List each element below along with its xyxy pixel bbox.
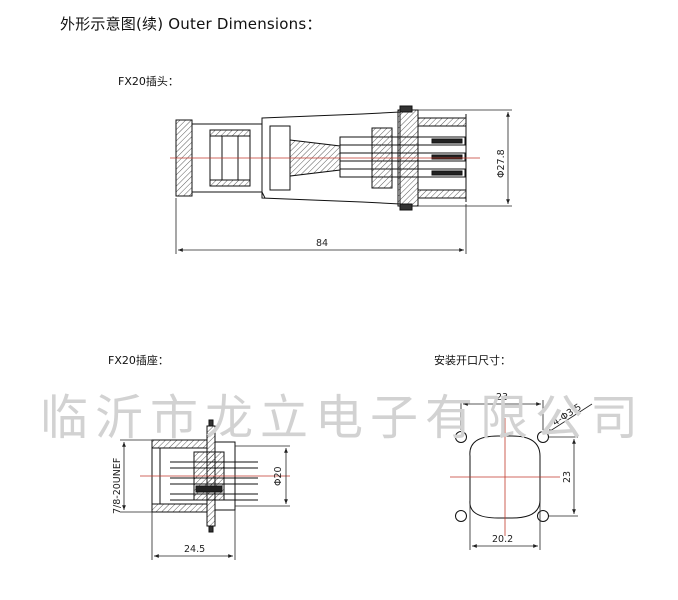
plug-length-dimension: [175, 198, 467, 254]
cutout-top-label: 23: [496, 392, 508, 403]
cutout-label: 安装开口尺寸：: [434, 354, 511, 367]
socket-diameter-dimension: [235, 445, 290, 507]
cutout-bottom-label: 20.2: [492, 534, 513, 545]
socket-diameter-label: Φ20: [273, 466, 284, 486]
plug-diameter-label: Φ27.8: [496, 149, 507, 178]
plug-drawing: [175, 105, 467, 211]
socket-label: FX20插座：: [108, 354, 169, 367]
watermark: 临沂市龙立电子有限公司: [40, 390, 646, 446]
plug-diameter-dimension: [418, 109, 512, 207]
cutout-hole-leader: [546, 403, 593, 434]
plug-length-label: 84: [316, 238, 328, 249]
plug-label: FX20插头：: [118, 75, 179, 88]
socket-depth-dimension: [151, 510, 236, 560]
cutout-bottom-dimension: [469, 500, 541, 550]
cutout-centerlines: [450, 418, 560, 536]
socket-thread-dimension: [120, 439, 152, 513]
page-title: 外形示意图(续) Outer Dimensions：: [60, 15, 322, 33]
cutout-right-dimension: [549, 436, 578, 517]
cutout-top-dimension: [460, 400, 544, 430]
socket-thread-label: 7/8-20UNEF: [112, 458, 123, 514]
cutout-right-label: 23: [562, 471, 573, 483]
socket-depth-label: 24.5: [184, 544, 205, 555]
